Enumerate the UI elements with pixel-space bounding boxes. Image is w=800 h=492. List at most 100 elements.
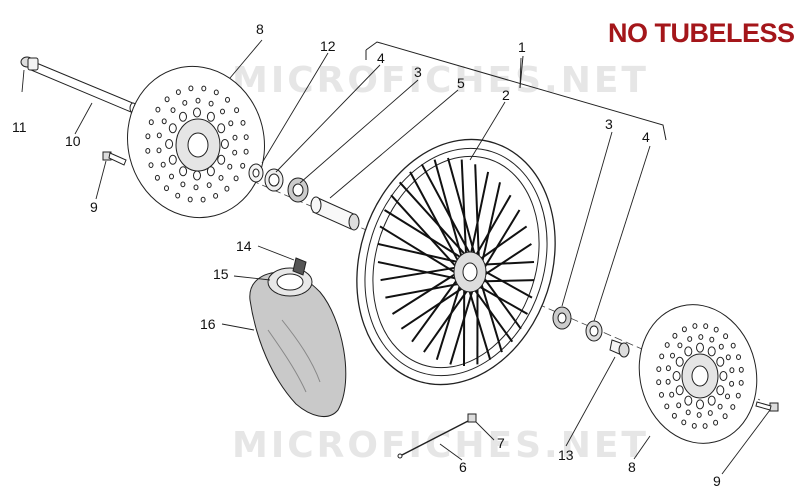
brake-disc-right xyxy=(638,304,758,444)
drill-hole xyxy=(707,395,716,406)
drill-hole xyxy=(677,342,683,349)
drill-hole xyxy=(156,147,162,154)
drill-hole xyxy=(168,123,177,134)
axle-nut xyxy=(20,56,39,71)
brake-disc-left xyxy=(127,65,265,219)
wheel-spoke xyxy=(400,285,467,330)
callout-7: 7 xyxy=(497,435,505,451)
wheel-spoke xyxy=(475,283,528,315)
drill-hole xyxy=(195,97,201,104)
drill-hole xyxy=(201,85,207,92)
drill-hole xyxy=(232,149,238,156)
drill-hole xyxy=(206,182,212,189)
drill-hole xyxy=(696,399,704,410)
callout-5: 5 xyxy=(457,75,465,91)
drill-hole xyxy=(206,111,215,122)
drill-hole xyxy=(672,332,678,339)
drill-hole xyxy=(148,119,154,126)
callout-15: 15 xyxy=(213,266,229,282)
drill-hole xyxy=(656,379,662,386)
disc-bolt-left xyxy=(102,151,127,166)
wheel-spoke xyxy=(398,181,469,258)
drill-hole xyxy=(719,371,728,381)
wheel-spoke xyxy=(420,163,473,258)
tyre-assembly xyxy=(249,257,347,418)
drill-hole xyxy=(672,371,681,381)
drill-hole xyxy=(707,346,716,357)
drill-hole xyxy=(687,336,693,342)
assembly-bracket xyxy=(365,41,667,141)
spoked-wheel xyxy=(356,138,556,386)
drill-hole xyxy=(208,100,214,107)
drill-hole xyxy=(664,342,670,348)
callout-10: 10 xyxy=(65,133,81,149)
wheel-spoke xyxy=(385,282,463,299)
callout-leaders xyxy=(21,39,771,475)
drill-hole xyxy=(206,166,215,177)
drill-hole xyxy=(691,423,697,429)
wheel-spoke xyxy=(435,281,462,360)
wheel-spoke xyxy=(471,286,514,343)
callout-16: 16 xyxy=(200,316,216,332)
drill-hole xyxy=(707,410,713,416)
callout-labels: 1 2 3 3 4 4 5 6 7 8 8 9 9 10 11 12 13 14… xyxy=(12,21,721,489)
drill-hole xyxy=(684,395,693,406)
wheel-spoke xyxy=(411,276,460,343)
drill-hole xyxy=(233,175,239,182)
callout-13: 13 xyxy=(558,447,574,463)
wheel-spoke xyxy=(481,209,521,273)
drill-hole xyxy=(713,326,719,333)
drill-hole xyxy=(240,120,246,126)
drill-hole xyxy=(218,175,224,181)
drill-hole xyxy=(169,173,174,180)
callout-1: 1 xyxy=(518,39,526,55)
drill-hole xyxy=(723,333,729,340)
drill-hole xyxy=(227,163,233,170)
drill-hole xyxy=(692,323,698,329)
drill-hole xyxy=(716,356,725,367)
drill-hole xyxy=(722,413,728,420)
drill-hole xyxy=(164,96,170,103)
drill-hole xyxy=(675,356,684,367)
callout-11: 11 xyxy=(12,119,27,135)
drill-hole xyxy=(664,403,670,410)
drill-hole xyxy=(730,342,736,349)
watermark-bottom: MICROFICHES.NET xyxy=(232,425,649,466)
wheel-spoke xyxy=(469,171,490,258)
drill-hole xyxy=(225,96,230,103)
drill-hole xyxy=(182,100,188,106)
wheel-spoke xyxy=(460,159,468,258)
drill-hole xyxy=(240,162,246,169)
wheel-spoke xyxy=(390,194,459,270)
callout-9-right: 9 xyxy=(713,473,721,489)
wheel-spoke xyxy=(447,157,477,260)
wheel-spoke xyxy=(477,225,528,262)
callout-3: 3 xyxy=(414,64,422,80)
wheel-spoke xyxy=(377,242,461,264)
wheel-spoke xyxy=(380,266,459,282)
callout-14: 14 xyxy=(236,238,252,254)
drill-hole xyxy=(736,354,741,361)
drill-hole xyxy=(676,402,682,409)
spacer xyxy=(248,163,264,183)
drill-hole xyxy=(243,134,249,141)
wheel-spoke xyxy=(473,194,512,259)
bearing-left xyxy=(287,177,309,203)
wheel-spoke xyxy=(383,209,465,261)
drill-hole xyxy=(155,106,161,113)
drill-hole xyxy=(675,385,684,396)
drill-hole xyxy=(161,118,167,125)
drill-hole xyxy=(187,196,193,203)
drill-hole xyxy=(716,385,725,396)
spacer-tube xyxy=(310,196,360,231)
oil-seal-left xyxy=(264,168,284,192)
drill-hole xyxy=(718,343,724,350)
drill-hole xyxy=(180,181,186,188)
wheel-spoke xyxy=(474,164,480,263)
drill-hole xyxy=(684,346,693,357)
drill-hole xyxy=(703,323,709,330)
oil-seal-right xyxy=(585,320,603,342)
no-tubeless-label: NO TUBELESS xyxy=(608,18,795,48)
drill-hole xyxy=(193,170,201,181)
